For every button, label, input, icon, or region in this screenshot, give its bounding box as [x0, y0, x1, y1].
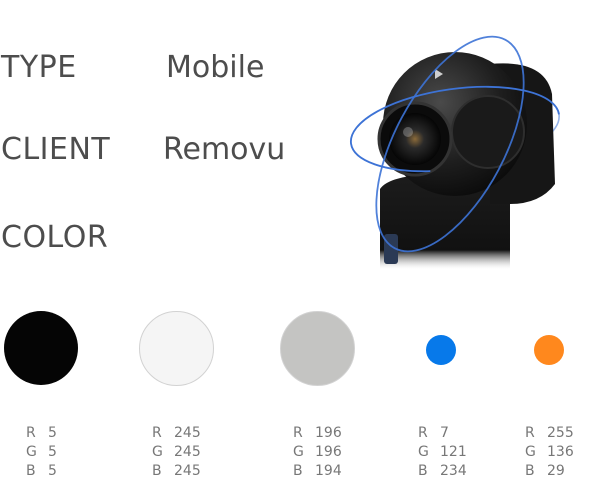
g-label: G: [26, 444, 37, 460]
r-label: R: [525, 425, 535, 441]
type-label: TYPE: [1, 50, 77, 85]
b-value: 234: [440, 463, 467, 479]
r-value: 7: [440, 425, 449, 441]
g-value: 245: [174, 444, 201, 460]
b-label: B: [152, 463, 162, 479]
b-value: 194: [315, 463, 342, 479]
r-label: R: [418, 425, 428, 441]
rgb-values-gray: R 196 G 196 B 194: [293, 424, 342, 479]
color-label: COLOR: [1, 220, 109, 255]
type-value: Mobile: [166, 50, 265, 85]
r-label: R: [152, 425, 162, 441]
g-label: G: [152, 444, 163, 460]
r-value: 255: [547, 425, 574, 441]
g-label: G: [293, 444, 304, 460]
r-label: R: [26, 425, 36, 441]
g-value: 121: [440, 444, 467, 460]
gimbal-camera-icon: [349, 35, 561, 269]
client-value: Removu: [163, 132, 286, 167]
b-label: B: [293, 463, 303, 479]
g-label: G: [418, 444, 429, 460]
b-value: 245: [174, 463, 201, 479]
swatch-orange: [534, 335, 564, 365]
g-value: 5: [48, 444, 57, 460]
swatch-gray: [280, 311, 355, 386]
b-value: 29: [547, 463, 565, 479]
b-label: B: [26, 463, 36, 479]
swatch-white: [139, 311, 214, 386]
r-value: 245: [174, 425, 201, 441]
b-value: 5: [48, 463, 57, 479]
b-label: B: [525, 463, 535, 479]
rgb-values-white: R 245 G 245 B 245: [152, 424, 201, 479]
swatch-blue: [426, 335, 456, 365]
rgb-values-orange: R 255 G 136 B 29: [525, 424, 574, 479]
r-value: 5: [48, 425, 57, 441]
g-value: 136: [547, 444, 574, 460]
swatch-black: [4, 311, 78, 385]
client-label: CLIENT: [1, 132, 111, 167]
r-value: 196: [315, 425, 342, 441]
g-value: 196: [315, 444, 342, 460]
r-label: R: [293, 425, 303, 441]
b-label: B: [418, 463, 428, 479]
g-label: G: [525, 444, 536, 460]
